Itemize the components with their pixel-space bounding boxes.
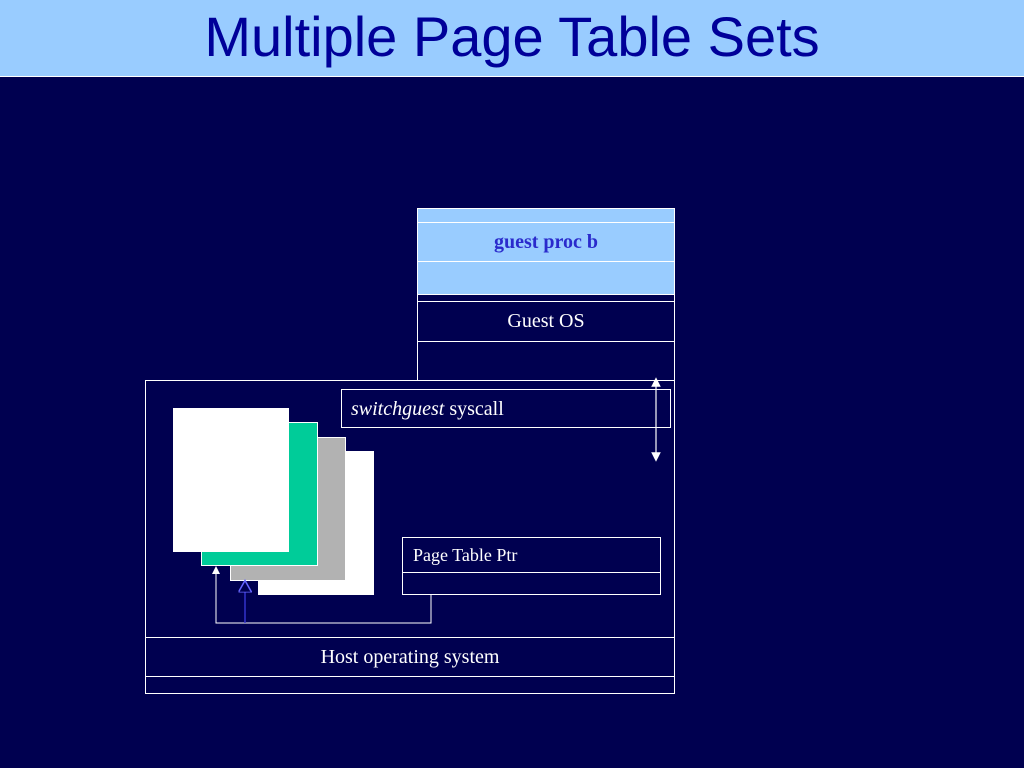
guest-proc-b-box: guest proc b xyxy=(417,222,675,262)
slide-title: Multiple Page Table Sets xyxy=(204,5,820,68)
page-table-ptr-label: Page Table Ptr xyxy=(413,545,518,565)
switchguest-syscall-box: switchguest syscall xyxy=(341,389,671,428)
syscall-text: syscall xyxy=(444,398,504,420)
page-table-front-white xyxy=(173,408,289,552)
host-os-lower-box xyxy=(145,676,675,694)
guest-proc-bottom-strip xyxy=(417,261,675,295)
title-bar: Multiple Page Table Sets xyxy=(0,0,1024,77)
pointer-connector-white xyxy=(212,566,432,624)
guest-proc-b-label: guest proc b xyxy=(493,231,599,253)
switchguest-syscall-label: switchguest syscall xyxy=(351,398,504,421)
host-os-label: Host operating system xyxy=(320,646,500,668)
guest-os-label: Guest OS xyxy=(507,310,585,332)
page-table-ptr-lower-box xyxy=(402,572,661,595)
switchguest-italic: switchguest xyxy=(351,398,445,420)
